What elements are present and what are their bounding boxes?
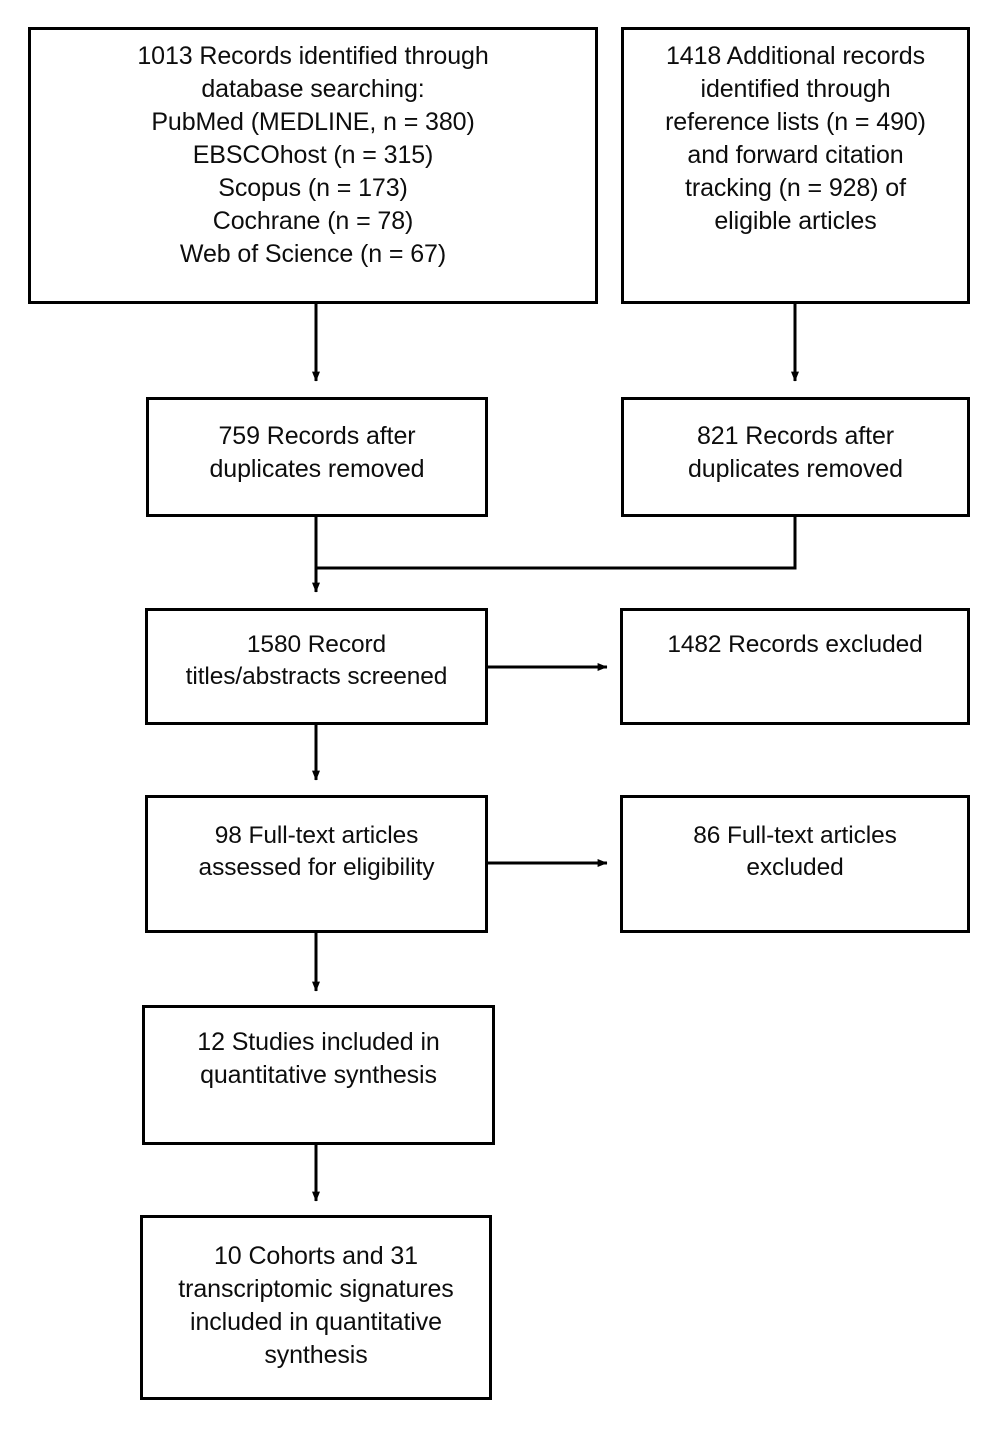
fulltext-assessed-text: 98 Full-text articles assessed for eligi… bbox=[198, 822, 435, 882]
records-identified-database-text: 1013 Records identified through database… bbox=[137, 42, 489, 268]
cohorts-signatures-included-box: 10 Cohorts and 31 transcriptomic signatu… bbox=[140, 1215, 492, 1400]
fulltext-assessed-box: 98 Full-text articles assessed for eligi… bbox=[145, 795, 488, 933]
records-after-duplicates-right-box: 821 Records after duplicates removed bbox=[621, 397, 970, 517]
records-identified-database-box: 1013 Records identified through database… bbox=[28, 27, 598, 304]
studies-included-text: 12 Studies included in quantitative synt… bbox=[197, 1028, 440, 1089]
records-excluded-box: 1482 Records excluded bbox=[620, 608, 970, 725]
additional-records-text: 1418 Additional records identified throu… bbox=[665, 42, 926, 235]
studies-included-box: 12 Studies included in quantitative synt… bbox=[142, 1005, 495, 1145]
records-after-duplicates-right-text: 821 Records after duplicates removed bbox=[688, 422, 903, 483]
records-screened-box: 1580 Record titles/abstracts screened bbox=[145, 608, 488, 725]
records-after-duplicates-left-text: 759 Records after duplicates removed bbox=[209, 422, 425, 483]
connector-dedup-right-merge bbox=[317, 517, 797, 570]
additional-records-box: 1418 Additional records identified throu… bbox=[621, 27, 970, 304]
records-after-duplicates-left-box: 759 Records after duplicates removed bbox=[146, 397, 488, 517]
fulltext-excluded-box: 86 Full-text articles excluded bbox=[620, 795, 970, 933]
records-screened-text: 1580 Record titles/abstracts screened bbox=[185, 631, 448, 691]
fulltext-excluded-text: 86 Full-text articles excluded bbox=[693, 822, 897, 882]
cohorts-signatures-included-text: 10 Cohorts and 31 transcriptomic signatu… bbox=[178, 1242, 454, 1369]
records-excluded-text: 1482 Records excluded bbox=[667, 631, 923, 658]
